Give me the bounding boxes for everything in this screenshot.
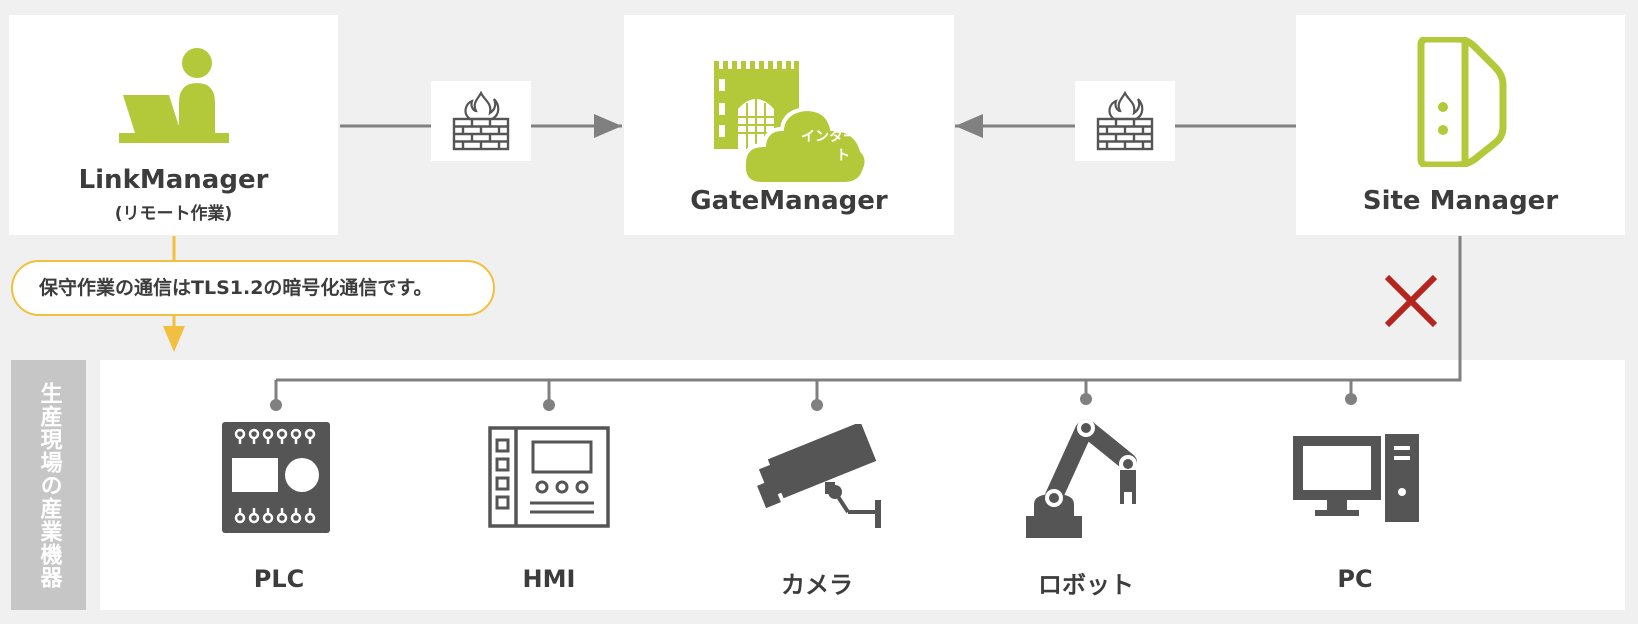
linkmanager-title: LinkManager — [78, 165, 269, 195]
sitemanager-node: Site Manager — [1296, 15, 1625, 235]
linkmanager-node: LinkManager (リモート作業) — [9, 15, 338, 235]
tls-encryption-callout: 保守作業の通信はTLS1.2の暗号化通信です。 — [11, 260, 495, 316]
device-label-plc: PLC — [253, 565, 305, 593]
link-to-gate-arrowhead — [594, 114, 622, 138]
maintenance-path-arrowhead — [163, 326, 185, 352]
device-label-pc: PC — [1337, 565, 1373, 593]
blocked-cross-icon — [1384, 274, 1438, 328]
castle-cloud-icon — [714, 61, 869, 186]
firewall-right — [1075, 81, 1175, 161]
device-label-camera: カメラ — [781, 571, 853, 599]
firewall-left — [431, 81, 531, 161]
device-label-robot: ロボット — [1038, 571, 1134, 599]
remote-worker-icon — [119, 48, 229, 143]
sitemanager-title: Site Manager — [1362, 186, 1559, 216]
device-label-hmi: HMI — [522, 565, 576, 593]
linkmanager-subtitle: (リモート作業) — [114, 204, 233, 224]
hmi-icon — [488, 426, 610, 528]
internet-label-line1: インターネッ — [801, 129, 885, 145]
internet-label-line2: ト — [836, 148, 850, 164]
robot-arm-icon — [1026, 419, 1137, 538]
site-manager-device-icon — [1417, 37, 1507, 167]
firewall-icon — [452, 91, 510, 151]
plc-icon — [222, 422, 330, 533]
camera-icon — [757, 424, 881, 528]
gatemanager-node: インターネッ ト GateManager — [624, 15, 954, 235]
gatemanager-title: GateManager — [690, 186, 888, 216]
field-equipment-band: 生産現場の産業機器 — [11, 360, 86, 610]
firewall-icon — [1096, 91, 1154, 151]
field-equipment-label: 生産現場の産業機器 — [36, 381, 62, 589]
pc-icon — [1293, 434, 1419, 522]
site-to-gate-arrowhead — [955, 114, 983, 138]
